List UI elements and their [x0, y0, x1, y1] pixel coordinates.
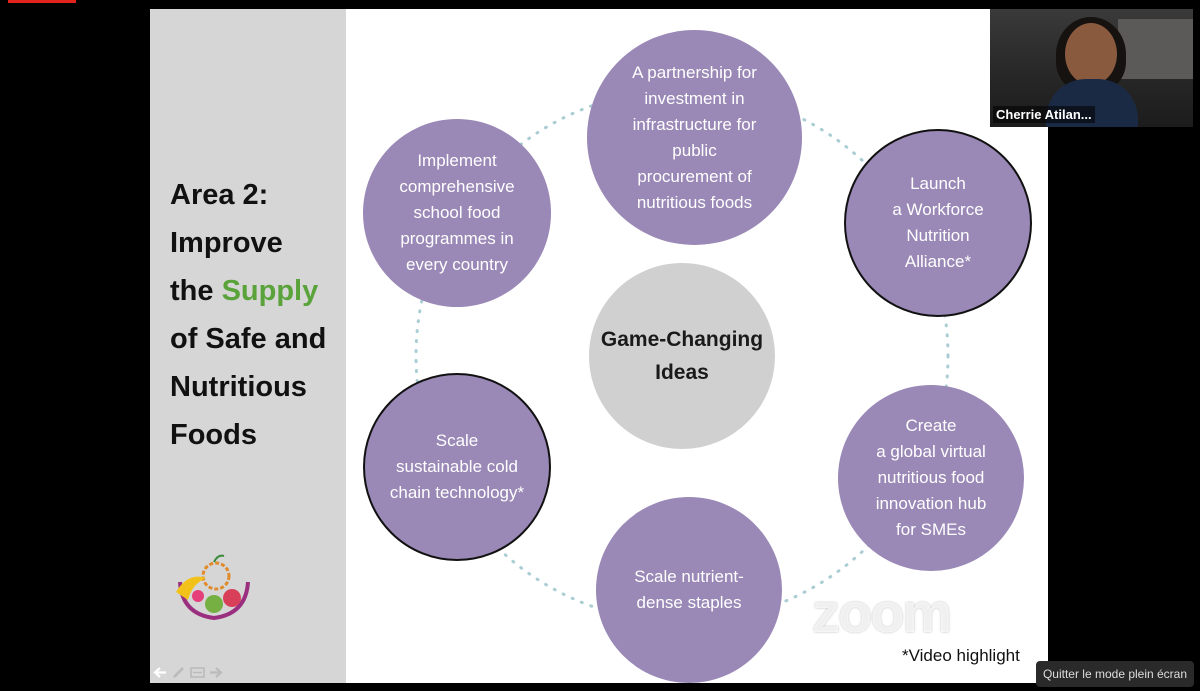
exit-fullscreen-button[interactable]: Quitter le mode plein écran [1036, 661, 1194, 687]
idea-nutrient-dense-staples: Scale nutrient- dense staples [596, 497, 782, 683]
zoom-watermark: zoom [812, 580, 950, 645]
idea-school-food-programmes: Implement comprehensive school food prog… [363, 119, 551, 307]
participant-name: Cherrie Atilan... [993, 106, 1095, 123]
video-background [1118, 19, 1193, 79]
footnote-video-highlight: *Video highlight [902, 646, 1020, 666]
idea-infrastructure-partnership: A partnership for investment in infrastr… [587, 30, 802, 245]
participant-video-tile[interactable]: Cherrie Atilan... [990, 9, 1193, 127]
annotation-toolbar [152, 665, 224, 680]
recording-indicator [8, 0, 76, 3]
idea-food-innovation-hub: Create a global virtual nutritious food … [838, 385, 1024, 571]
back-arrow-icon[interactable] [152, 665, 167, 680]
idea-workforce-nutrition-alliance: Launch a Workforce Nutrition Alliance* [844, 129, 1032, 317]
idea-cold-chain-technology: Scale sustainable cold chain technology* [363, 373, 551, 561]
forward-arrow-icon[interactable] [209, 665, 224, 680]
slides-grid-icon[interactable] [190, 665, 205, 680]
pen-icon[interactable] [171, 665, 186, 680]
center-game-changing-ideas: Game-Changing Ideas [589, 263, 775, 449]
